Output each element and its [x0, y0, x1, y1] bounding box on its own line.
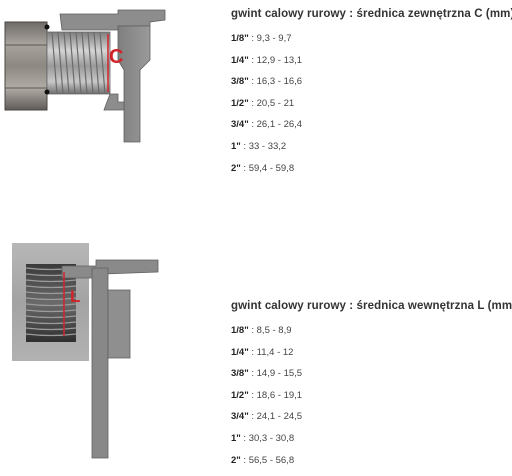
diameter-range: 14,9 - 15,5 [256, 368, 303, 380]
thread-size: 1" [231, 432, 241, 444]
caliper-upper-jaw [59, 9, 166, 31]
thread-size: 3/8" [231, 76, 249, 88]
caliper-body [117, 25, 151, 143]
internal-thread-drawing [12, 243, 159, 459]
table-row: 3/4" : 26,1 - 26,4 [231, 119, 303, 131]
table-row: 1/8" : 9,3 - 9,7 [231, 33, 292, 44]
table-row: 2" : 56,5 - 56,8 [231, 454, 295, 466]
diameter-range: 12,9 - 13,1 [256, 54, 303, 66]
diameter-range: 33 - 33,2 [248, 140, 287, 152]
thread-size: 1/2" [231, 389, 249, 401]
thread-size: 1/4" [231, 54, 249, 66]
table-row: 3/8" : 14,9 - 15,5 [231, 368, 303, 380]
diameter-range: 56,5 - 56,8 [248, 454, 295, 466]
diameter-range: 16,3 - 16,6 [256, 76, 303, 88]
thread-size: 3/4" [231, 119, 249, 131]
table-row: 1/4" : 12,9 - 13,1 [231, 54, 303, 66]
external-thread-drawing [4, 9, 166, 143]
table-row: 1" : 33 - 33,2 [231, 140, 287, 152]
thread-size: 1/8" [231, 325, 249, 336]
caliper-lower-jaw [103, 93, 125, 111]
measure-label-l: L [70, 287, 81, 306]
diameter-range: 11,4 - 12 [256, 346, 294, 358]
thread-size: 1/2" [231, 97, 249, 109]
table-row: 3/8" : 16,3 - 16,6 [231, 76, 303, 88]
internal-thread-ridges [25, 267, 77, 337]
diameter-range: 20,5 - 21 [256, 97, 295, 109]
thread-size: 3/8" [231, 368, 249, 380]
thread-size: 2" [231, 454, 241, 466]
thread-ridges [51, 31, 106, 95]
thread-size: 3/4" [231, 411, 249, 423]
internal-diameter-title: gwint calowy rurowy : średnica wewnętrzn… [231, 300, 512, 312]
diameter-range: 26,1 - 26,4 [256, 119, 303, 131]
internal-thread-illustration: L [0, 238, 200, 463]
table-row: 1/2" : 20,5 - 21 [231, 97, 295, 109]
external-diameter-title: gwint calowy rurowy : średnica zewnętrzn… [231, 8, 512, 20]
thread-size: 1/4" [231, 346, 249, 358]
thread-size: 1" [231, 140, 241, 152]
external-thread-illustration: C [0, 0, 200, 160]
diameter-range: 18,6 - 19,1 [256, 389, 303, 401]
diameter-range: 9,3 - 9,7 [256, 33, 292, 44]
table-row: 1/2" : 18,6 - 19,1 [231, 389, 303, 401]
diameter-range: 24,1 - 24,5 [256, 411, 303, 423]
caliper-beam [91, 267, 109, 459]
table-row: 2" : 59,4 - 59,8 [231, 162, 295, 174]
diameter-range: 8,5 - 8,9 [256, 325, 292, 336]
table-row: 3/4" : 24,1 - 24,5 [231, 411, 303, 423]
hex-nut [4, 21, 48, 111]
internal-diameter-table: gwint calowy rurowy : średnica wewnętrzn… [231, 300, 512, 476]
table-row: 1/4" : 11,4 - 12 [231, 346, 294, 358]
diameter-range: 59,4 - 59,8 [248, 162, 295, 174]
table-row: 1/8" : 8,5 - 8,9 [231, 325, 292, 336]
diameter-range: 30,3 - 30,8 [248, 432, 295, 444]
thread-size: 2" [231, 162, 241, 174]
thread-size: 1/8" [231, 33, 249, 44]
measure-label-c: C [109, 46, 124, 68]
table-row: 1" : 30,3 - 30,8 [231, 432, 295, 444]
external-diameter-table: gwint calowy rurowy : średnica zewnętrzn… [231, 8, 512, 184]
caliper-lower-arm [107, 289, 131, 359]
